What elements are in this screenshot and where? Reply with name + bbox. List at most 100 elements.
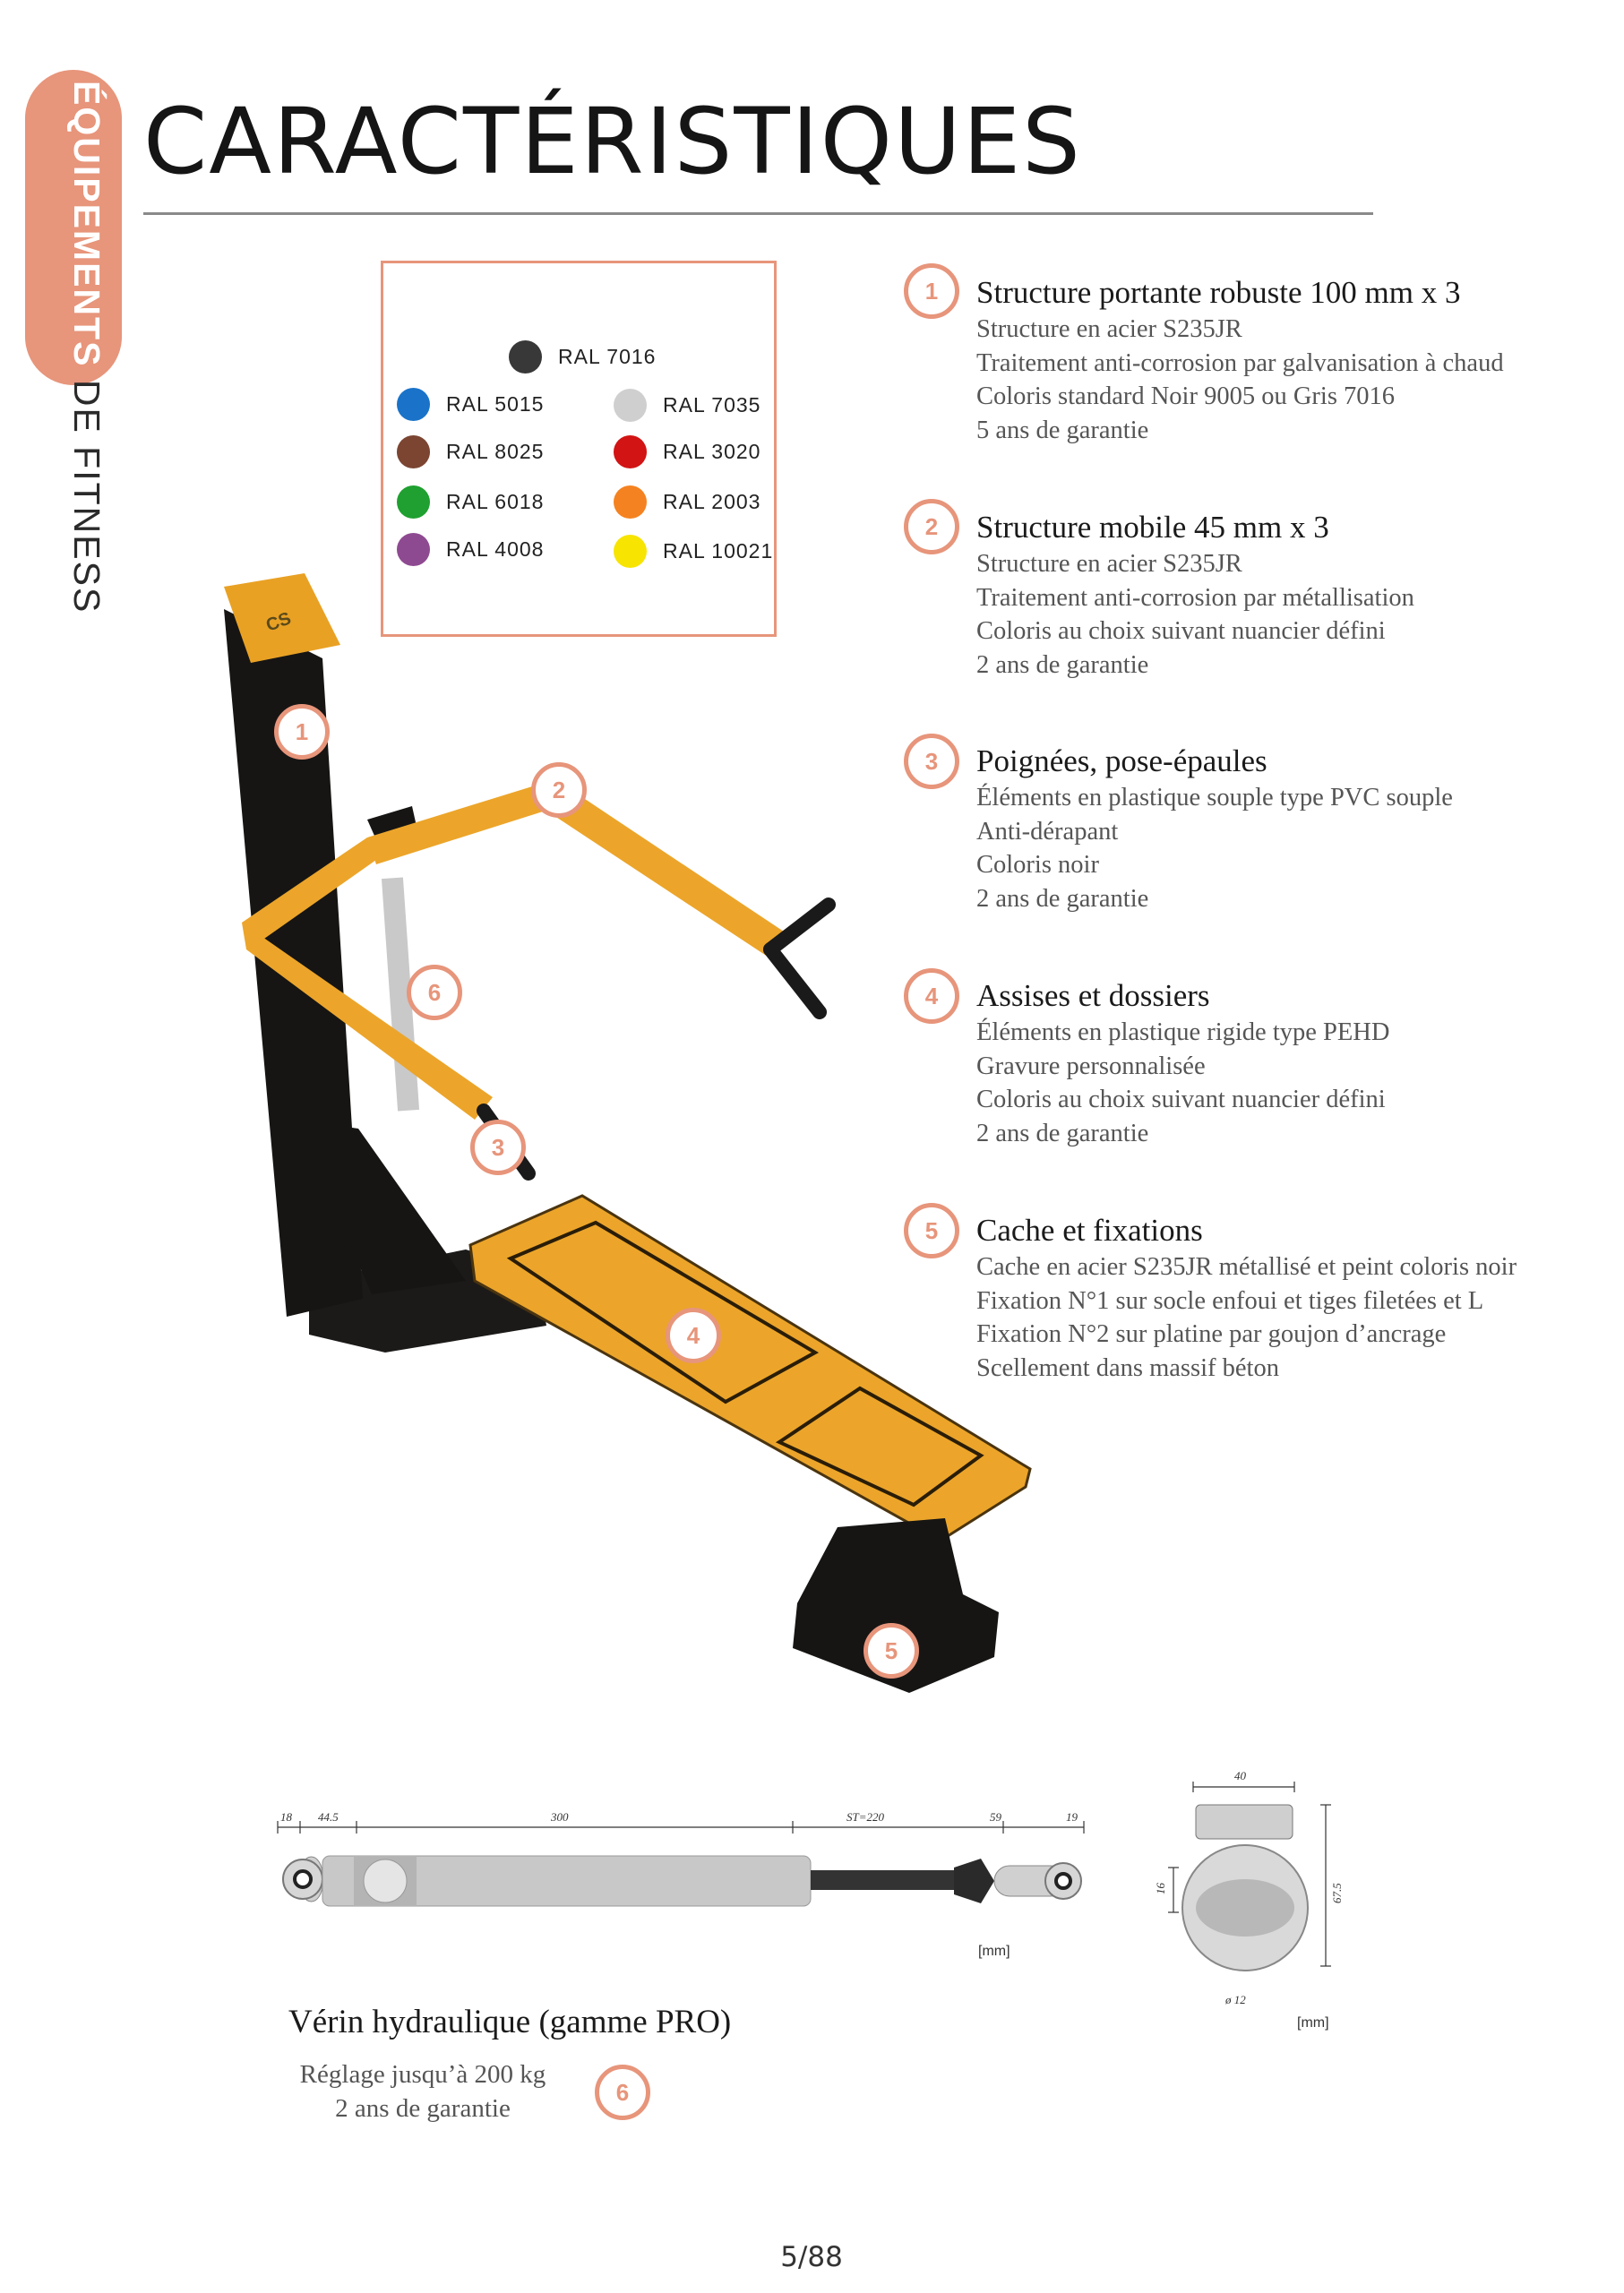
dim-label: 67.5 (1330, 1883, 1344, 1903)
spec-line: Coloris noir (976, 851, 1099, 879)
spec-line: 2 ans de garantie (976, 650, 1149, 679)
swatch-label: RAL 6018 (446, 490, 545, 513)
spec-line: Fixation N°1 sur socle enfoui et tiges f… (976, 1286, 1484, 1315)
swatch-dot (614, 435, 647, 468)
spec-line: Éléments en plastique rigide type PEHD (976, 1018, 1390, 1046)
spec-item-1: Structure portante robuste 100 mm x 3 St… (976, 273, 1603, 447)
machine-marker-3: 3 (470, 1120, 526, 1175)
dimension-lines (1168, 1782, 1331, 1967)
swatch-ral-7016: RAL 7016 (509, 340, 656, 374)
dimension-lines (277, 1821, 1085, 1834)
fitness-machine-illustration: CS (224, 573, 1032, 1693)
spec-item-4: Assises et dossiers Éléments en plastiqu… (976, 976, 1603, 1150)
right-shoulder-pad (763, 942, 827, 1019)
title-divider (143, 212, 1373, 215)
swatch-label: RAL 4008 (446, 537, 545, 561)
spec-line: 5 ans de garantie (976, 416, 1149, 444)
spec-line: Coloris au choix suivant nuancier défini (976, 1086, 1386, 1113)
machine-marker-4: 4 (666, 1308, 721, 1363)
page-title: CARACTÉRISTIQUES (143, 89, 1082, 195)
color-palette-box: RAL 7016 RAL 5015 RAL 7035 RAL 8025 RAL … (381, 261, 777, 637)
swatch-dot (397, 388, 430, 421)
arm-top-rail (367, 779, 560, 864)
swatch-label: RAL 7035 (663, 393, 761, 417)
backrest-engraving (775, 1386, 984, 1507)
dim-label: 59 (990, 1810, 1002, 1824)
cylinder-side-drawing: 18 44.5 300 ST=220 59 19 (277, 1810, 1085, 1907)
machine-marker-2: 2 (531, 762, 587, 818)
lower-post (296, 1120, 466, 1294)
spec-item-2: Structure mobile 45 mm x 3 Structure en … (976, 508, 1603, 682)
swatch-dot (397, 485, 430, 519)
swatch-label: RAL 2003 (663, 490, 761, 513)
spec-title: Assises et dossiers (976, 978, 1210, 1013)
spec-badge-4: 4 (904, 968, 959, 1024)
swatch-dot (614, 535, 647, 568)
seat-engraving (506, 1220, 820, 1404)
unit-label: [mm] (1297, 2015, 1329, 2031)
spec-line: Traitement anti-corrosion par galvanisat… (976, 348, 1504, 377)
side-tab (25, 70, 122, 385)
swatch-label: RAL 3020 (663, 440, 761, 463)
spec-item-5: Cache et fixations Cache en acier S235JR… (976, 1211, 1603, 1385)
swatch-label: RAL 8025 (446, 440, 545, 463)
right-handle (763, 897, 836, 957)
spec-item-3: Poignées, pose-épaules Éléments en plast… (976, 742, 1603, 915)
swatch-dot (397, 533, 430, 566)
spec-line: Structure en acier S235JR (976, 315, 1242, 343)
swatch-label: RAL 10021 (663, 539, 774, 563)
swatch-ral-5015: RAL 5015 (397, 388, 544, 421)
spec-title: Structure mobile 45 mm x 3 (976, 510, 1329, 545)
swatch-ral-6018: RAL 6018 (397, 485, 544, 519)
dim-label: 16 (1154, 1883, 1167, 1895)
swatch-label: RAL 5015 (446, 392, 545, 416)
spec-line: Anti-dérapant (976, 817, 1119, 846)
swatch-label: RAL 7016 (558, 345, 657, 368)
spec-line: Fixation N°2 sur platine par goujon d’an… (976, 1320, 1447, 1348)
spec-badge-3: 3 (904, 734, 959, 789)
section-label-rest: DE FITNESS (66, 367, 107, 614)
piston-rod (811, 1870, 954, 1890)
machine-marker-1: 1 (274, 704, 330, 760)
section-label-highlight: ÉQUIPEMENTS (66, 81, 107, 368)
swatch-ral-10021: RAL 10021 (614, 535, 773, 568)
cylinder-line: Réglage jusqu’à 200 kg (299, 2060, 546, 2089)
spec-line: Structure en acier S235JR (976, 550, 1242, 578)
cylinder-line: 2 ans de garantie (335, 2094, 511, 2123)
spec-badge-1: 1 (904, 263, 959, 319)
spec-title: Poignées, pose-épaules (976, 743, 1267, 778)
dim-label: 19 (1066, 1810, 1078, 1824)
swatch-ral-8025: RAL 8025 (397, 435, 544, 468)
end-cap (1195, 1804, 1293, 1840)
spec-line: Éléments en plastique souple type PVC so… (976, 784, 1453, 812)
spec-line: Traitement anti-corrosion par métallisat… (976, 583, 1414, 612)
arm-left-rail (242, 837, 376, 945)
spec-line: Gravure personnalisée (976, 1052, 1206, 1080)
section-label: ÉQUIPEMENTS DE FITNESS (50, 81, 107, 636)
swatch-ral-7035: RAL 7035 (614, 389, 760, 422)
arm-front-rail (242, 923, 493, 1120)
spec-line: Cache en acier S235JR métallisé et peint… (976, 1253, 1517, 1281)
spec-line: 2 ans de garantie (976, 884, 1149, 913)
swatch-dot (509, 340, 542, 374)
arm-right-rail (546, 779, 784, 958)
page-number: 5/88 (780, 2241, 843, 2273)
spec-badge-2: 2 (904, 499, 959, 554)
swatch-ral-2003: RAL 2003 (614, 485, 760, 519)
seat-board (468, 1194, 1032, 1542)
spec-line: 2 ans de garantie (976, 1119, 1149, 1147)
machine-marker-5: 5 (864, 1623, 919, 1679)
swatch-dot (614, 389, 647, 422)
spec-line: Scellement dans massif béton (976, 1353, 1279, 1382)
cylinder-title: Vérin hydraulique (gamme PRO) (288, 2004, 732, 2040)
unit-label: [mm] (978, 1944, 1010, 1959)
dim-label: 300 (550, 1810, 569, 1824)
swatch-dot (614, 485, 647, 519)
spec-line: Coloris standard Noir 9005 ou Gris 7016 (976, 382, 1396, 410)
dim-label: ø 12 (1224, 1993, 1246, 2006)
adjuster-dial-icon (363, 1859, 408, 1903)
cylinder-badge: 6 (595, 2065, 650, 2120)
cylinder-end-drawing: 40 16 67.5 ø 12 (1154, 1769, 1344, 2006)
dim-label: 44.5 (318, 1810, 339, 1824)
swatch-dot (397, 435, 430, 468)
